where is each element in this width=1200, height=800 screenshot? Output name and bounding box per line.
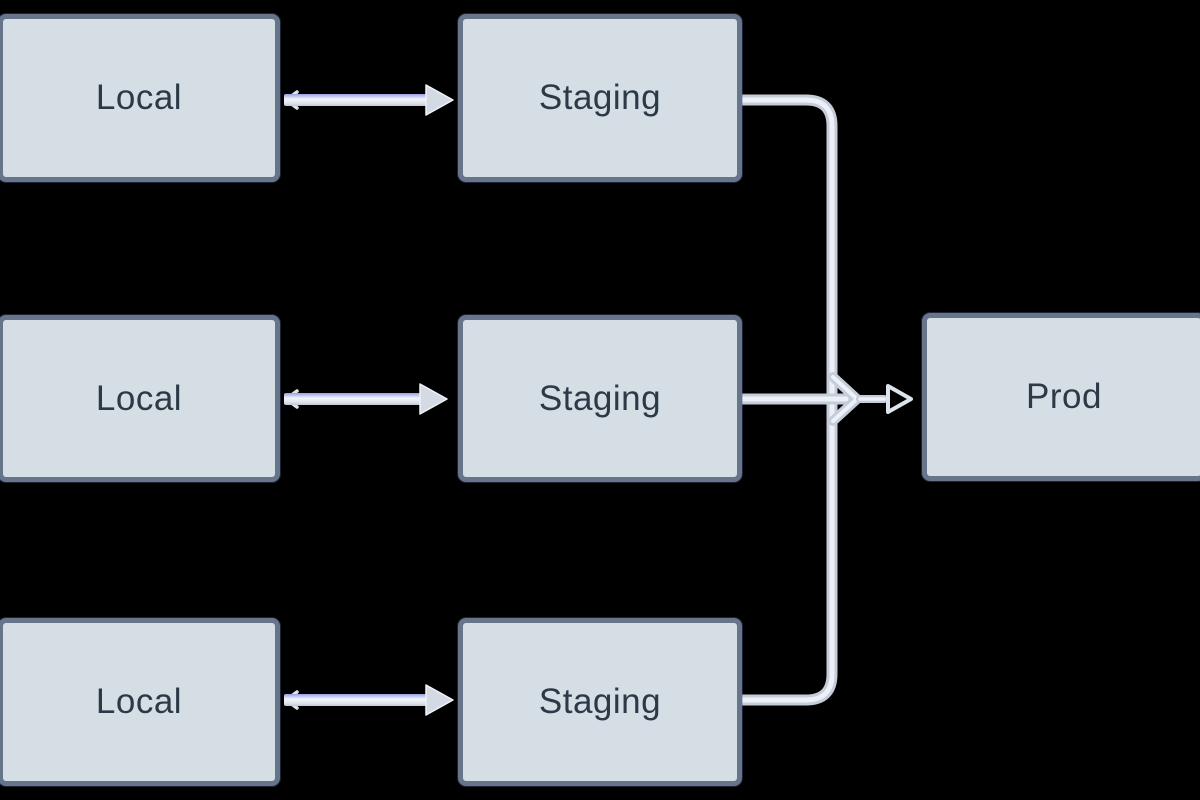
node-local-3: Local: [0, 618, 280, 786]
node-local-2: Local: [0, 315, 280, 482]
node-label: Local: [95, 682, 183, 721]
node-label: Local: [95, 78, 183, 117]
edge-local3-staging3-arrow: [284, 684, 454, 716]
node-label: Local: [95, 378, 183, 418]
node-label: Staging: [538, 682, 662, 721]
node-staging-1: Staging: [458, 14, 742, 182]
node-label: Prod: [1026, 377, 1102, 416]
edge-junction-prod: [856, 384, 913, 414]
node-local-1: Local: [0, 14, 280, 182]
node-label: Staging: [538, 378, 662, 418]
node-staging-3: Staging: [458, 618, 742, 786]
node-staging-2: Staging: [458, 315, 742, 482]
node-prod: Prod: [922, 313, 1200, 481]
edge-local2-staging2-arrow: [284, 383, 448, 415]
edge-staging2-junction: [737, 372, 862, 426]
node-label: Staging: [538, 78, 662, 117]
edge-local1-staging1-arrow: [284, 84, 454, 116]
